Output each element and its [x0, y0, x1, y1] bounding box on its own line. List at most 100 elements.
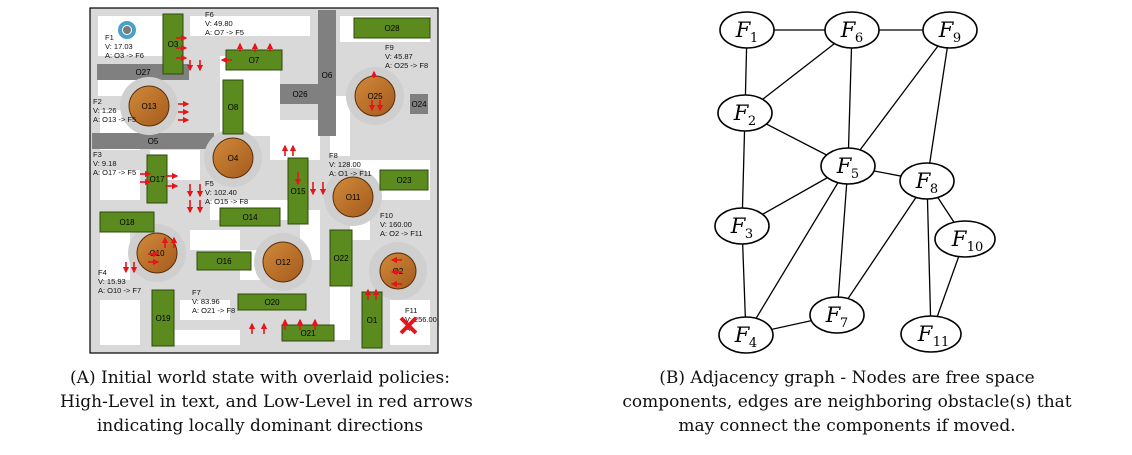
zone-label-line: F5	[205, 179, 214, 188]
caption-a: (A) Initial world state with overlaid po…	[60, 366, 473, 438]
svg-text:O15: O15	[290, 187, 306, 196]
zone-label-f8: F8V: 128.00A: O1 -> F11	[329, 151, 372, 178]
caption-a-line1: Initial world state with overlaid polici…	[101, 368, 450, 388]
zone-label-line: A: O25 -> F8	[385, 61, 428, 70]
svg-text:O13: O13	[141, 102, 157, 111]
zone-label-f7: F7V: 83.96A: O21 -> F8	[192, 288, 235, 315]
goal-cross-icon	[399, 316, 418, 335]
zone-label-line: F11	[405, 306, 417, 315]
obstacle-o15: O15	[287, 157, 309, 225]
zone-label-line: A: O21 -> F8	[192, 306, 235, 315]
policy-arrows	[122, 34, 402, 334]
zone-label-line: V: 15.93	[98, 277, 126, 286]
obstacle-o23: O23	[379, 169, 429, 191]
caption-a-line2: High-Level in text, and Low-Level in red…	[60, 392, 473, 412]
obstacle-o27: O27	[135, 68, 151, 77]
caption-b-line1: Adjacency graph - Nodes are free space	[690, 368, 1035, 388]
svg-text:O28: O28	[384, 24, 400, 33]
svg-text:O12: O12	[275, 258, 291, 267]
obstacle-o20: O20	[237, 293, 307, 311]
svg-text:O7: O7	[249, 56, 260, 65]
zone-labels: F1V: 17.03A: O3 -> F6 F6V: 49.80A: O7 -> …	[93, 10, 437, 333]
zone-label-line: A: O3 -> F6	[105, 51, 144, 60]
svg-text:O19: O19	[155, 314, 171, 323]
zone-label-line: F10	[380, 211, 393, 220]
obstacle-o11: O11	[332, 176, 374, 218]
svg-text:O23: O23	[396, 176, 412, 185]
obstacle-o3: O3	[162, 13, 184, 75]
zone-label-line: A: O17 -> F5	[93, 168, 136, 177]
zone-label-line: A: O2 -> F11	[380, 229, 423, 238]
svg-text:O14: O14	[242, 213, 258, 222]
obstacle-o18: O18	[99, 211, 155, 233]
obstacle-o26: O26	[292, 90, 308, 99]
zone-label-line: V: 45.87	[385, 52, 413, 61]
zone-label-line: V: 256.00	[405, 315, 437, 324]
zone-label-f1: F1V: 17.03A: O3 -> F6	[105, 33, 144, 60]
obstacle-o28: O28	[353, 17, 431, 39]
robot-icon	[118, 21, 136, 39]
zone-label-line: F6	[205, 10, 214, 19]
svg-text:O17: O17	[149, 175, 165, 184]
obstacle-o12: O12	[262, 241, 304, 283]
obstacle-o5: O5	[148, 137, 159, 146]
zone-label-line: V: 83.96	[192, 297, 220, 306]
zone-label-line: F9	[385, 43, 394, 52]
svg-text:O18: O18	[119, 218, 135, 227]
zone-label-line: F4	[98, 268, 107, 277]
zone-label-line: V: 102.40	[205, 188, 237, 197]
zone-label-line: V: 128.00	[329, 160, 361, 169]
zone-label-line: V: 49.80	[205, 19, 233, 28]
obstacle-o17: O17	[146, 154, 168, 204]
obstacle-o19: O19	[151, 289, 175, 347]
zone-label-line: A:	[405, 324, 412, 333]
caption-a-line3: indicating locally dominant directions	[96, 416, 424, 436]
zone-label-line: A: O7 -> F5	[205, 28, 244, 37]
svg-text:O1: O1	[367, 316, 378, 325]
zone-label-line: F2	[93, 97, 102, 106]
svg-text:O22: O22	[333, 254, 349, 263]
obstacle-o25: O25	[354, 75, 396, 117]
obstacle-o21: O21	[281, 324, 335, 342]
svg-text:O16: O16	[216, 257, 232, 266]
obstacle-o14: O14	[219, 207, 281, 227]
svg-text:O21: O21	[300, 329, 316, 338]
zone-label-line: F7	[192, 288, 201, 297]
zone-label-line: F1	[105, 33, 114, 42]
svg-text:O11: O11	[346, 193, 361, 202]
zone-label-f2: F2V: 1.26A: O13 -> F5	[93, 97, 136, 124]
obstacle-o10: O10	[136, 232, 178, 274]
obstacle-o13: O13	[128, 85, 170, 127]
obstacle-o24: O24	[411, 100, 427, 109]
obstacle-o16: O16	[196, 251, 252, 271]
zone-label-f3: F3V: 9.18A: O17 -> F5	[93, 150, 136, 177]
zone-label-line: V: 1.26	[93, 106, 117, 115]
zone-label-line: F8	[329, 151, 338, 160]
svg-text:O3: O3	[168, 40, 179, 49]
zone-label-f4: F4V: 15.93A: O10 -> F7	[98, 268, 141, 295]
obstacle-o8: O8	[222, 79, 244, 135]
zone-label-f5: F5V: 102.40A: O15 -> F8	[205, 179, 248, 206]
zone-label-line: A: O1 -> F11	[329, 169, 372, 178]
caption-b-tag: (B)	[659, 368, 686, 388]
zone-label-line: V: 9.18	[93, 159, 117, 168]
zone-label-f6: F6V: 49.80A: O7 -> F5	[205, 10, 244, 37]
caption-b: (B) Adjacency graph - Nodes are free spa…	[567, 366, 1127, 438]
obstacle-o22: O22	[329, 229, 353, 287]
obstacle-o7: O7	[225, 49, 283, 71]
caption-b-line2: components, edges are neighboring obstac…	[622, 392, 1072, 412]
svg-text:O20: O20	[264, 298, 280, 307]
obstacle-o6: O6	[322, 71, 333, 80]
zone-label-f9: F9V: 45.87A: O25 -> F8	[385, 43, 428, 70]
svg-text:O8: O8	[228, 103, 239, 112]
svg-text:O25: O25	[367, 92, 383, 101]
zone-label-line: F3	[93, 150, 102, 159]
caption-b-line3: may connect the components if moved.	[678, 416, 1016, 436]
caption-a-tag: (A)	[70, 368, 96, 388]
obstacle-o4: O4	[212, 137, 254, 179]
zone-label-line: A: O13 -> F5	[93, 115, 136, 124]
walls	[92, 10, 428, 149]
